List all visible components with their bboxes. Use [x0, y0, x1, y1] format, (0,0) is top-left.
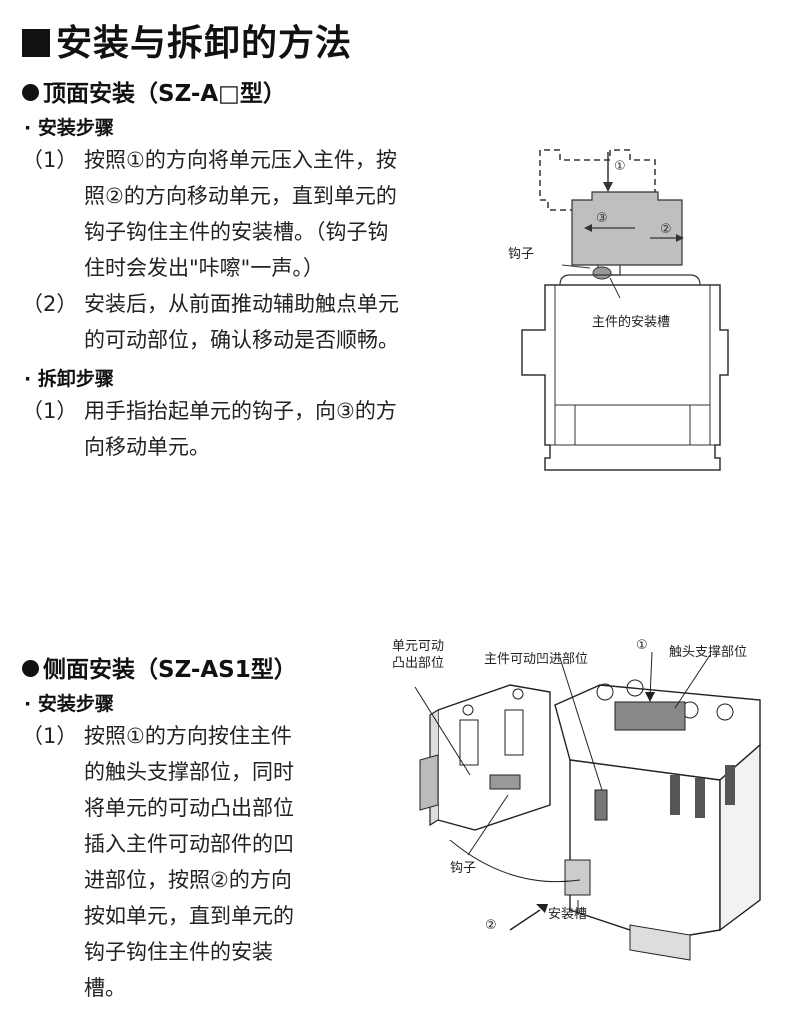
side-hook-label: 钩子 [450, 861, 477, 876]
side-unit-protrusion [489, 774, 521, 790]
side-install-subheading: · 安装步骤 [24, 693, 114, 715]
install-arc [449, 839, 581, 883]
terminal-3 [725, 765, 735, 805]
bullet-dot-icon [22, 660, 39, 677]
side-mark-2: ② [485, 918, 497, 933]
main-base-foot [629, 924, 691, 961]
side-unit-front [437, 684, 551, 831]
hook-leader [561, 264, 591, 269]
side-install-steps: （1） 按照①的方向按住主件 的触头支撑部位，同时 将单元的可动凸出部位 插入主… [22, 718, 362, 1006]
main-top-hole-2 [626, 679, 644, 697]
main-recess-label: 主件可动凹进部位 [484, 652, 589, 667]
mark-1-arrow-head-icon [645, 692, 655, 702]
hook-highlight [592, 266, 612, 280]
top-remove-step-1: （1） 用手指抬起单元的钩子，向③的方 向移动单元。 [22, 399, 397, 459]
top-remove-subheading: · 拆卸步骤 [24, 368, 114, 390]
slot-label: 主件的安装槽 [592, 315, 671, 330]
main-body-outline [521, 284, 729, 471]
side-unit-window-2 [504, 709, 524, 756]
top-mount-diagram: ① ③ ② [521, 149, 729, 471]
hook-leader [467, 794, 509, 856]
top-remove-steps: （1） 用手指抬起单元的钩子，向③的方 向移动单元。 [22, 393, 462, 465]
recess-leader [559, 657, 603, 791]
top-install-steps: （1） 按照①的方向将单元压入主件，按 照②的方向移动单元，直到单元的 钩子钩住… [22, 142, 462, 358]
mark-2-arrow-head-icon [536, 904, 548, 913]
title-square-icon [22, 29, 50, 57]
arrow-1-head-icon [603, 182, 613, 192]
contact-support-label: 触头支撑部位 [669, 645, 748, 660]
unit-protrusion-label: 单元可动 凸出部位 [392, 639, 445, 671]
support-leader [674, 654, 711, 709]
side-mount-diagram [414, 651, 761, 961]
hook-label: 钩子 [508, 247, 535, 262]
main-top-hole-1 [596, 683, 614, 701]
terminal-1 [670, 775, 680, 815]
main-recess [594, 789, 608, 821]
protrusion-leader [414, 686, 471, 776]
side-mark-1: ① [636, 638, 648, 653]
mount-slot [564, 859, 591, 896]
mark-1-arrow-line [649, 651, 653, 699]
arrow-3-head-icon [584, 224, 592, 232]
top-mount-heading: 顶面安装（SZ-A□型） [22, 74, 286, 108]
contact-support-block [614, 701, 686, 731]
mark-2-arrow-line [509, 909, 541, 931]
top-install-subheading: · 安装步骤 [24, 117, 114, 139]
mark-3: ③ [596, 211, 608, 226]
top-install-step-2: （2） 安装后，从前面推动辅助触点单元 的可动部位，确认移动是否顺畅。 [22, 292, 399, 352]
side-install-step-1: （1） 按照①的方向按住主件 的触头支撑部位，同时 将单元的可动凸出部位 插入主… [22, 724, 294, 1000]
side-unit-tab [419, 754, 439, 811]
side-mount-heading: 侧面安装（SZ-AS1型） [22, 650, 297, 684]
top-install-step-1: （1） 按照①的方向将单元压入主件，按 照②的方向移动单元，直到单元的 钩子钩住… [22, 148, 397, 280]
arrow-2-head-icon [676, 234, 684, 242]
side-unit-screw-2 [512, 688, 524, 700]
bullet-dot-icon [22, 84, 39, 101]
dashed-unit-outline [539, 149, 656, 211]
body-top-curve [559, 274, 701, 286]
mark-1: ① [614, 159, 626, 174]
mark-2: ② [660, 222, 672, 237]
side-unit-window-1 [459, 719, 479, 766]
main-top-hole-4 [716, 703, 734, 721]
page-title: 安装与拆卸的方法 [22, 14, 352, 66]
slot-leader [609, 277, 621, 299]
side-unit-screw-1 [462, 704, 474, 716]
side-slot-label: 安装槽 [548, 907, 588, 922]
terminal-2 [695, 778, 705, 818]
